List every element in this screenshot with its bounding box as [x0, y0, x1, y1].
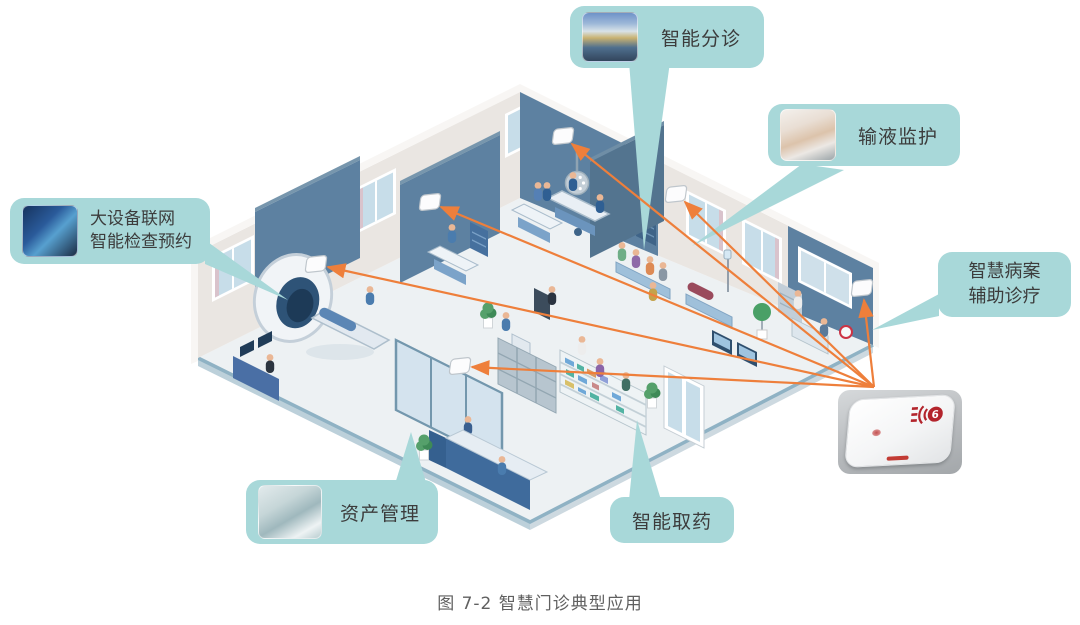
globe-plant-icon: [753, 303, 771, 321]
wall-ap-icon: [304, 254, 328, 274]
callout-label: 输液监护: [857, 125, 938, 148]
exam-rooms: [426, 182, 564, 285]
callout-label-line2: 辅助诊疗: [968, 285, 1041, 307]
infusion-photo: [780, 109, 836, 161]
wall-ap-icon: [448, 356, 472, 376]
huawei-logo-icon: [871, 428, 882, 437]
wifi-link-lines: [326, 142, 876, 389]
svg-text:6: 6: [931, 409, 939, 421]
medical-table-icon: [839, 325, 853, 339]
waiting-area: [615, 242, 771, 368]
callout-smart-triage: 智能分诊: [570, 6, 764, 68]
smart-triage-photo: [582, 12, 638, 62]
entrance-door: [663, 365, 705, 449]
equipment-photo: [22, 205, 78, 257]
wall-ap-icon: [664, 184, 688, 204]
callout-label-line1: 大设备联网: [90, 209, 175, 230]
window: [798, 246, 852, 310]
callout-label: 智能分诊: [660, 27, 741, 50]
wifi6-logo-icon: 6: [910, 405, 943, 425]
ct-scanner: [252, 253, 391, 360]
callout-asset-management: 资产管理: [246, 480, 438, 544]
callout-label-line1: 智慧病案: [968, 261, 1041, 283]
callout-label: 大设备联网 智能检查预约: [90, 208, 198, 254]
reception-desk: [415, 416, 549, 511]
operating-room: [542, 172, 611, 236]
wifi6-ap-device: 6: [838, 390, 962, 474]
wall-ap-icon: [850, 278, 874, 298]
wall-ap-icon: [551, 126, 575, 146]
wall-ap-icon: [418, 192, 442, 212]
medicine-cabinets: [497, 337, 557, 414]
callout-smart-dispensing: 智能取药: [610, 497, 734, 543]
callout-label: 资产管理: [339, 502, 420, 525]
ap-indicator-strip: [886, 455, 909, 461]
ct-control-desk: [233, 331, 279, 402]
medicine-shelves: [559, 349, 647, 436]
callout-equipment-network: 大设备联网 智能检查预约: [10, 198, 210, 264]
callout-smart-records: 智慧病案 辅助诊疗: [938, 252, 1071, 317]
callout-label: 智慧病案 辅助诊疗: [950, 260, 1059, 309]
callout-label: 智能取药: [631, 510, 712, 533]
callout-infusion-monitoring: 输液监护: [768, 104, 960, 166]
callout-tails: [205, 62, 939, 500]
ap-body: 6: [844, 394, 956, 468]
callout-label-line2: 智能检查预约: [90, 232, 192, 252]
figure-caption: 图 7-2 智慧门诊典型应用: [437, 594, 643, 614]
corridor: [479, 286, 557, 361]
asset-photo: [258, 485, 322, 539]
